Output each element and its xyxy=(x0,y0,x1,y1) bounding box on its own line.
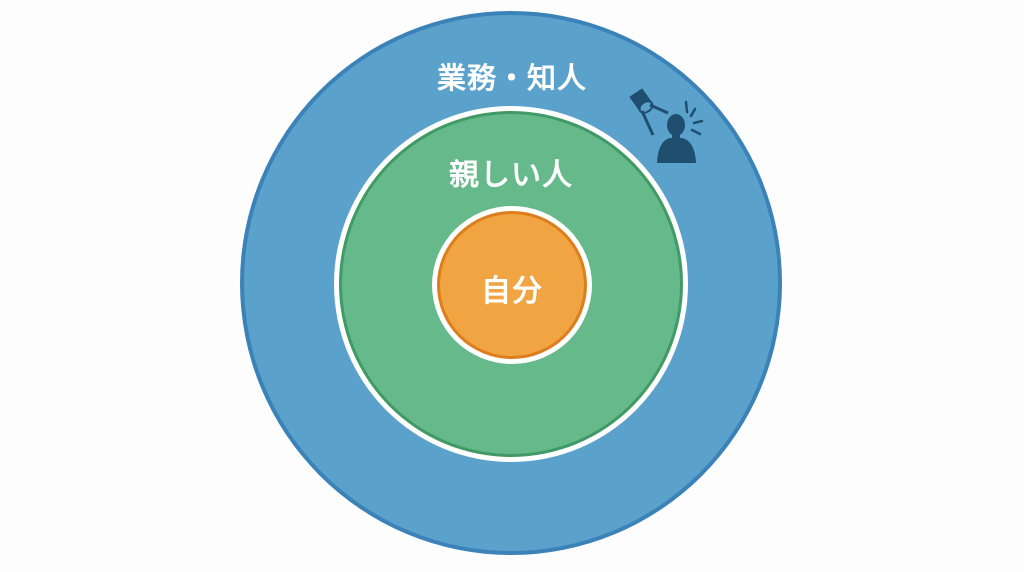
outer-circle-label: 業務・知人 xyxy=(436,61,588,95)
inner-circle-label: 自分 xyxy=(481,274,543,309)
spotlight-person-icon xyxy=(629,88,704,163)
inner-circle-self xyxy=(437,211,587,359)
middle-circle-label: 親しい人 xyxy=(449,158,573,193)
